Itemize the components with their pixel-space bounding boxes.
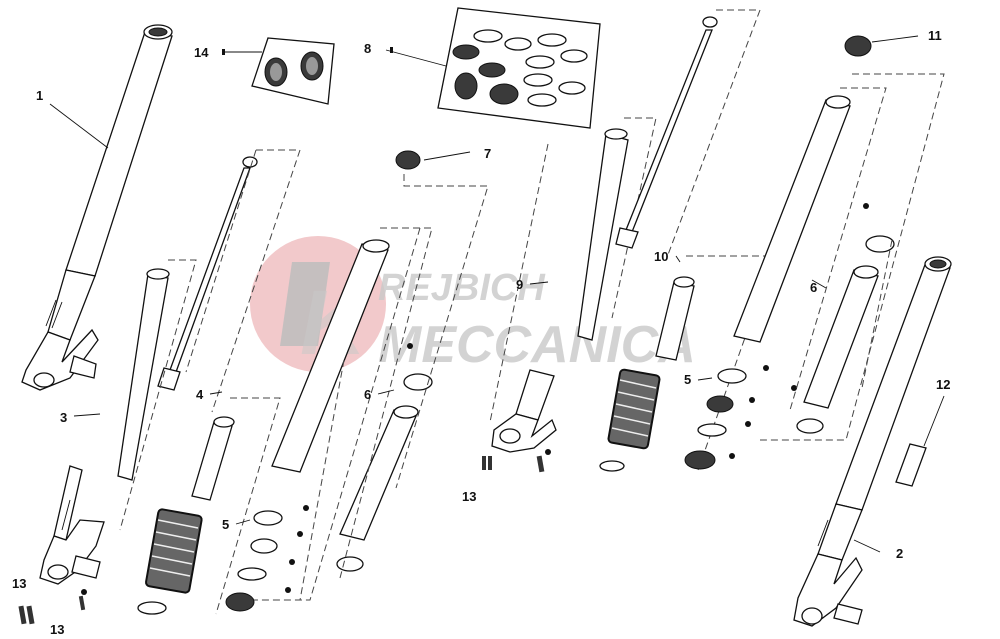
part-damper-rod-right — [615, 9, 761, 261]
part-4-damper-rod — [157, 149, 301, 413]
part-lower-slider-right — [482, 369, 557, 473]
watermark: K REJBICH MECCANICA — [250, 236, 696, 374]
callout-6-left: 6 — [364, 387, 371, 402]
part-seals-right — [684, 365, 769, 470]
callout-5-left: 5 — [222, 517, 229, 532]
part-12-spacer — [895, 443, 927, 487]
callout-9: 9 — [516, 277, 523, 292]
watermark-line2: MECCANICA — [378, 316, 696, 374]
callout-8: 8 — [364, 41, 371, 56]
part-2-outer-tube-right — [793, 256, 952, 627]
part-10-spring-right — [599, 255, 775, 472]
part-6-upper-tube-left — [240, 227, 433, 601]
part-6-upper-tube-right — [733, 73, 945, 441]
callout-10: 10 — [654, 249, 668, 264]
part-3-slider — [39, 465, 105, 585]
callout-13-center: 13 — [462, 489, 476, 504]
part-8-bushing-kit-bag — [437, 7, 601, 129]
callout-5-right: 5 — [684, 372, 691, 387]
part-14-seal-kit-bag — [251, 37, 335, 105]
callout-1: 1 — [36, 88, 43, 103]
part-1-outer-tube — [21, 24, 173, 391]
part-13-screws-left — [18, 589, 87, 625]
callout-markers — [222, 47, 393, 55]
callout-7: 7 — [484, 146, 491, 161]
callout-4: 4 — [196, 387, 204, 402]
callout-6-right: 6 — [810, 280, 817, 295]
callout-12: 12 — [936, 377, 950, 392]
callout-2: 2 — [896, 546, 903, 561]
part-7-top-cap — [395, 150, 489, 489]
part-inner-tube-left — [117, 259, 197, 531]
callout-labels: 1 2 3 4 5 5 6 6 7 8 9 10 11 12 13 13 13 … — [12, 28, 950, 637]
callout-14: 14 — [194, 45, 209, 60]
leader-lines — [49, 35, 945, 553]
callout-13-left-upper: 13 — [12, 576, 26, 591]
callout-11: 11 — [928, 28, 942, 43]
callout-13-left-lower: 13 — [50, 622, 64, 637]
callout-3: 3 — [60, 410, 67, 425]
part-5-spring-left — [137, 397, 281, 615]
part-9-inner-tube-right — [489, 117, 657, 423]
watermark-logo-bar — [280, 262, 330, 346]
part-seals-left — [225, 343, 413, 612]
part-11-top-cap-right — [844, 35, 872, 57]
